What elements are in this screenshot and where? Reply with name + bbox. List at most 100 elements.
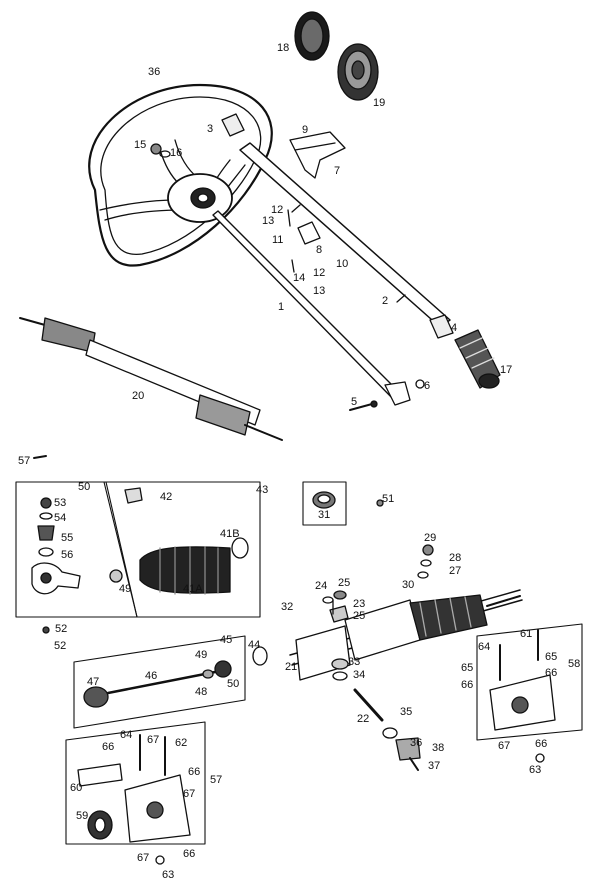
callout-50: 49 [119, 583, 132, 595]
callout-43: 44 [248, 639, 261, 651]
callout-12a: 12 [271, 204, 284, 216]
callout-63b: 62 [175, 737, 188, 749]
clamp-assembly-60 [489, 629, 556, 763]
horn-push-19 [337, 43, 379, 101]
callout-55: 54 [54, 512, 67, 524]
nut-6 [415, 379, 425, 389]
callout-67b: 66 [461, 679, 474, 691]
adjuster-parts [376, 499, 434, 579]
callout-29: 28 [449, 552, 462, 564]
callout-66e: 66 [188, 766, 201, 778]
callout-52b: 52 [54, 640, 67, 652]
callout-66a: 65 [545, 651, 558, 663]
callout-18: 18 [277, 42, 290, 54]
pinion-parts [331, 658, 421, 771]
callout-14: 14 [293, 272, 306, 284]
callout-64a: 63 [529, 764, 542, 776]
bolt-5 [349, 400, 378, 411]
steering-wheel [88, 83, 273, 267]
callout-9: 9 [302, 124, 309, 136]
callout-67d: 67 [498, 740, 511, 752]
callout-67c: 67 [147, 734, 160, 746]
nut-15 [150, 143, 162, 155]
callout-7: 7 [334, 165, 341, 177]
horn-push-18 [294, 11, 330, 61]
callout-36: 35 [400, 706, 413, 718]
callout-11: 11 [272, 234, 284, 246]
callout-17: 17 [500, 364, 513, 376]
callout-20: 36 [148, 66, 161, 78]
callout-67e: 67 [183, 788, 196, 800]
callout-1: 1 [278, 301, 285, 313]
callout-58: 57 [18, 455, 31, 467]
callout-47: 48 [195, 686, 208, 698]
inner-shaft [212, 210, 411, 406]
washer-16 [159, 150, 171, 158]
callout-39: 38 [432, 742, 445, 754]
callout-22: 21 [285, 661, 298, 673]
yoke-parts [322, 590, 347, 604]
callout-67f: 67 [137, 852, 150, 864]
callout-32: 31 [318, 509, 331, 521]
rack-bar [83, 660, 232, 708]
callout-15: 15 [134, 139, 147, 151]
callout-42: 43 [256, 484, 269, 496]
callout-67a: 66 [545, 667, 558, 679]
group-frame-32 [302, 481, 347, 526]
callout-25: 24 [315, 580, 328, 592]
callout-40: 41A [183, 583, 203, 595]
clip-41A [231, 537, 249, 559]
callout-4: 4 [451, 322, 458, 334]
callout-21: 20 [132, 390, 145, 402]
callout-63a: 61 [520, 628, 533, 640]
callout-66d: 66 [535, 738, 548, 750]
callout-37: 36 [410, 737, 423, 749]
callout-30: 29 [424, 532, 437, 544]
group-frame-42 [103, 481, 261, 618]
callout-60: 58 [568, 658, 581, 670]
callout-41B: 42 [160, 491, 173, 503]
callout-59: 57 [210, 774, 223, 786]
callout-26: 25 [338, 577, 351, 589]
callout-24: 23 [353, 598, 366, 610]
callout-23: 22 [357, 713, 370, 725]
callout-13a: 13 [262, 215, 275, 227]
callout-48: 49 [195, 649, 208, 661]
group-frame-59 [65, 721, 206, 845]
bush-4 [429, 314, 454, 339]
callout-45: 46 [145, 670, 158, 682]
bellows-17 [454, 329, 501, 389]
callout-44: 45 [220, 634, 233, 646]
gaiter-40 [139, 546, 231, 595]
bush-3 [221, 113, 245, 137]
clip-58 [33, 455, 47, 459]
callout-66f: 66 [183, 848, 196, 860]
callout-41A: 41B [220, 528, 240, 540]
callout-49: 50 [227, 678, 240, 690]
callout-38: 37 [428, 760, 441, 772]
callout-35: 34 [353, 669, 366, 681]
callout-64b: 63 [162, 869, 175, 881]
callout-66c: 66 [102, 741, 115, 753]
callout-62: 60 [70, 782, 83, 794]
callout-6: 6 [424, 380, 431, 392]
callout-65a: 64 [478, 641, 491, 653]
column-bracket [289, 131, 346, 179]
callout-56: 55 [61, 532, 74, 544]
callout-2: 2 [382, 295, 389, 307]
callout-10: 10 [336, 258, 349, 270]
callout-16: 16 [170, 147, 183, 159]
clip-41B [124, 487, 143, 504]
callout-13b: 13 [313, 285, 326, 297]
callout-57: 56 [61, 549, 74, 561]
callout-5: 5 [351, 396, 358, 408]
callout-46: 47 [87, 676, 100, 688]
callout-3: 3 [207, 123, 214, 135]
callout-53: 52 [55, 623, 68, 635]
callout-51: 50 [78, 481, 91, 493]
callout-65b: 64 [120, 729, 133, 741]
callout-61: 59 [76, 810, 89, 822]
callout-34: 33 [348, 656, 361, 668]
